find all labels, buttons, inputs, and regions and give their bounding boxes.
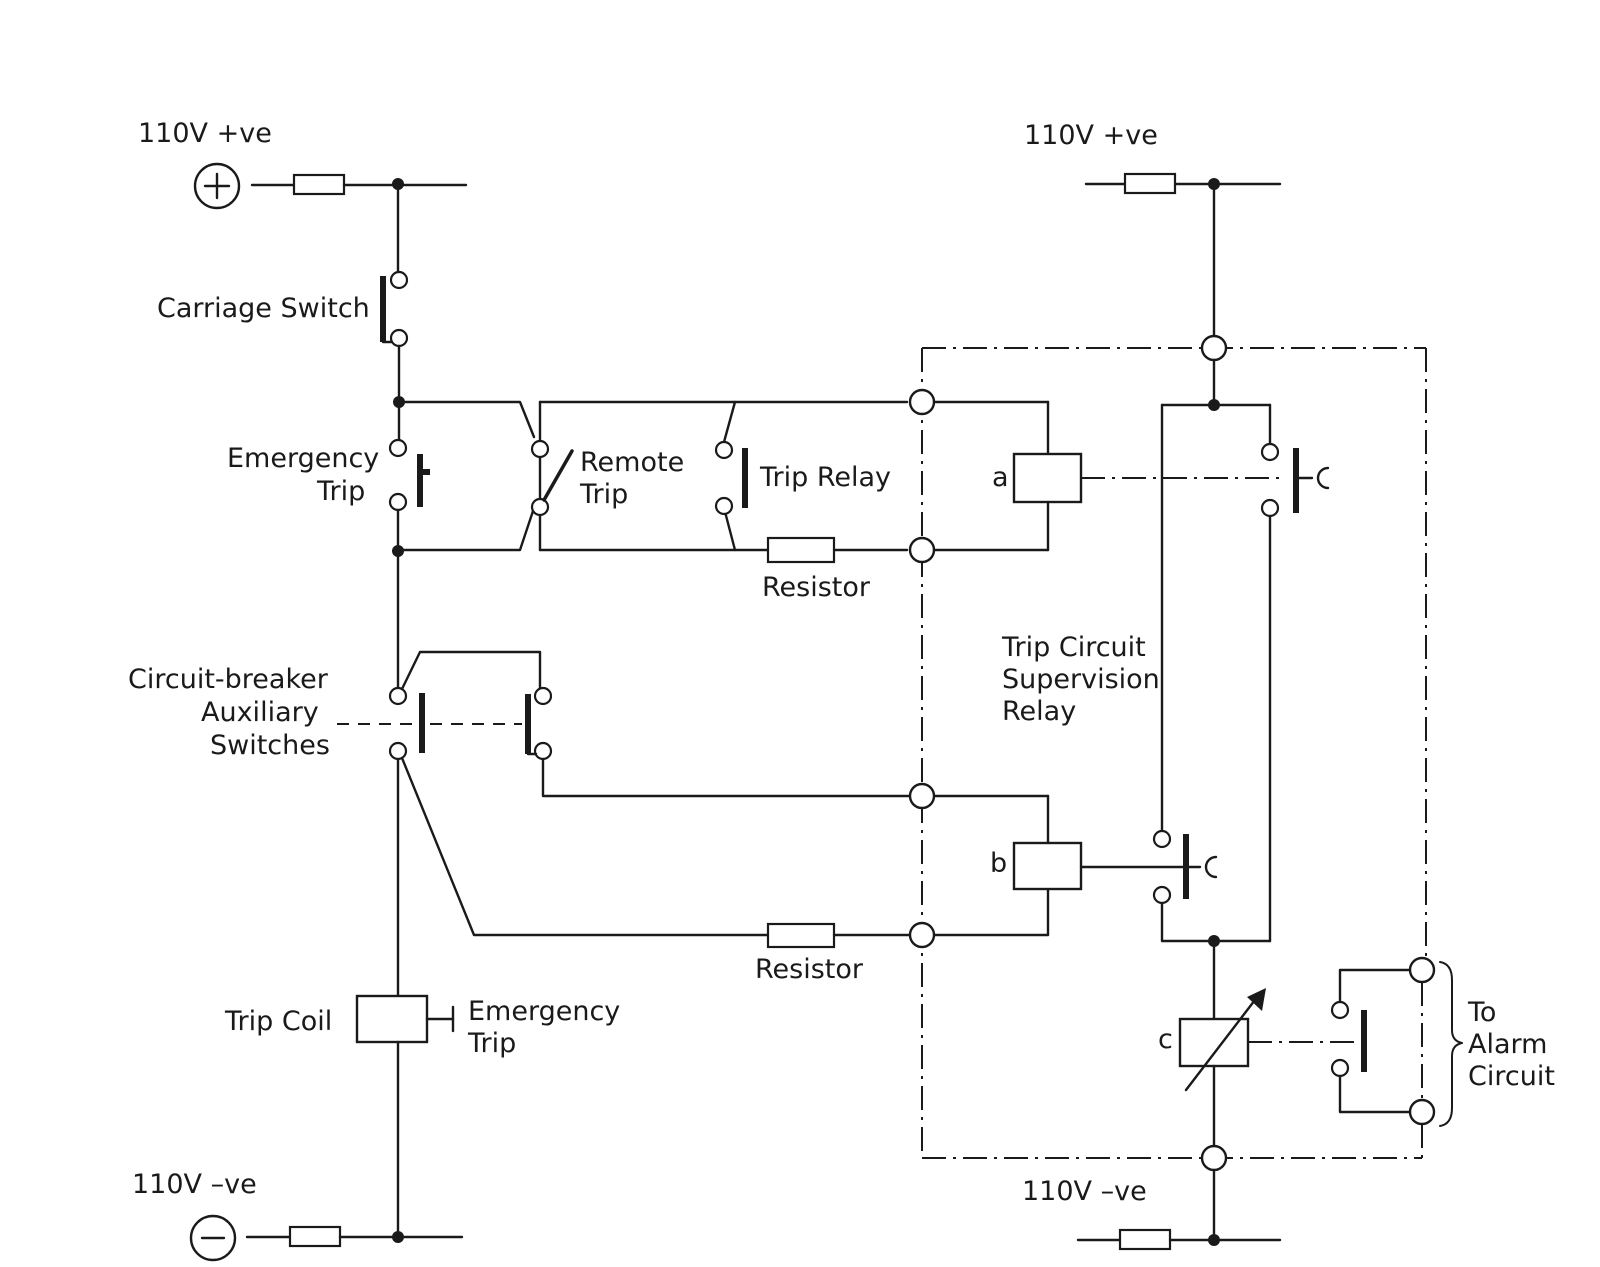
fuse-top-left [292, 173, 346, 196]
relay-a-contact [1260, 442, 1330, 518]
tcs-relay-label-1: Trip Circuit [1001, 632, 1146, 663]
supply-negative-left [189, 1214, 464, 1262]
coil-c-label: c [1158, 1024, 1173, 1055]
alarm-brace-icon [1439, 961, 1463, 1127]
emergency-trip-label-2: Trip [316, 476, 365, 507]
trip-relay-label: Trip Relay [759, 462, 891, 493]
cb-auxiliary-switches [337, 650, 553, 761]
cb-aux-label-2: Auxiliary [201, 697, 319, 728]
remote-trip-switch [530, 439, 574, 517]
fuse-bottom-left [288, 1225, 342, 1248]
minus-terminal-icon [189, 1214, 237, 1262]
resistor-lower [766, 922, 836, 949]
supply-positive-left [193, 162, 468, 210]
cb-aux-label-1: Circuit-breaker [128, 664, 329, 695]
plus-terminal-icon [193, 162, 241, 210]
alarm-contact [1330, 968, 1412, 1114]
alarm-label-2: Alarm [1468, 1029, 1547, 1060]
supply-negative-right [1076, 1228, 1282, 1251]
fuse-bottom-right [1118, 1228, 1172, 1251]
remote-trip-label-1: Remote [580, 447, 684, 478]
cb-aux-label-3: Switches [210, 730, 330, 761]
coil-emergency-trip-label-2: Trip [467, 1028, 516, 1059]
resistor-upper [766, 536, 836, 564]
trip-coil [355, 994, 455, 1044]
resistor-upper-label: Resistor [762, 572, 871, 603]
coil-a [1012, 452, 1083, 504]
supply-pos-right-label: 110V +ve [1024, 120, 1158, 151]
carriage-switch-label: Carriage Switch [157, 293, 370, 324]
supply-neg-left-label: 110V –ve [132, 1169, 257, 1200]
trip-coil-label: Trip Coil [224, 1006, 332, 1037]
relay-b-contact [1152, 829, 1218, 905]
emergency-trip-label-1: Emergency [227, 443, 379, 474]
emergency-trip-switch [388, 400, 430, 552]
alarm-label-1: To [1467, 997, 1496, 1028]
tcs-relay-label-3: Relay [1002, 696, 1076, 727]
tcs-relay-label-2: Supervision [1002, 664, 1160, 695]
fuse-top-right [1123, 172, 1177, 195]
alarm-label-3: Circuit [1468, 1061, 1555, 1092]
supply-pos-left-label: 110V +ve [138, 118, 272, 149]
coil-b-label: b [990, 848, 1007, 879]
supply-positive-right [1084, 172, 1282, 195]
coil-emergency-trip-label-1: Emergency [468, 996, 620, 1027]
supply-neg-right-label: 110V –ve [1022, 1176, 1147, 1207]
coil-a-label: a [992, 462, 1009, 493]
trip-relay-contact [714, 440, 748, 516]
carriage-switch [380, 270, 409, 348]
remote-trip-label-2: Trip [579, 479, 628, 510]
coil-c [1178, 988, 1266, 1092]
resistor-lower-label: Resistor [755, 954, 864, 985]
coil-b [1012, 841, 1083, 891]
